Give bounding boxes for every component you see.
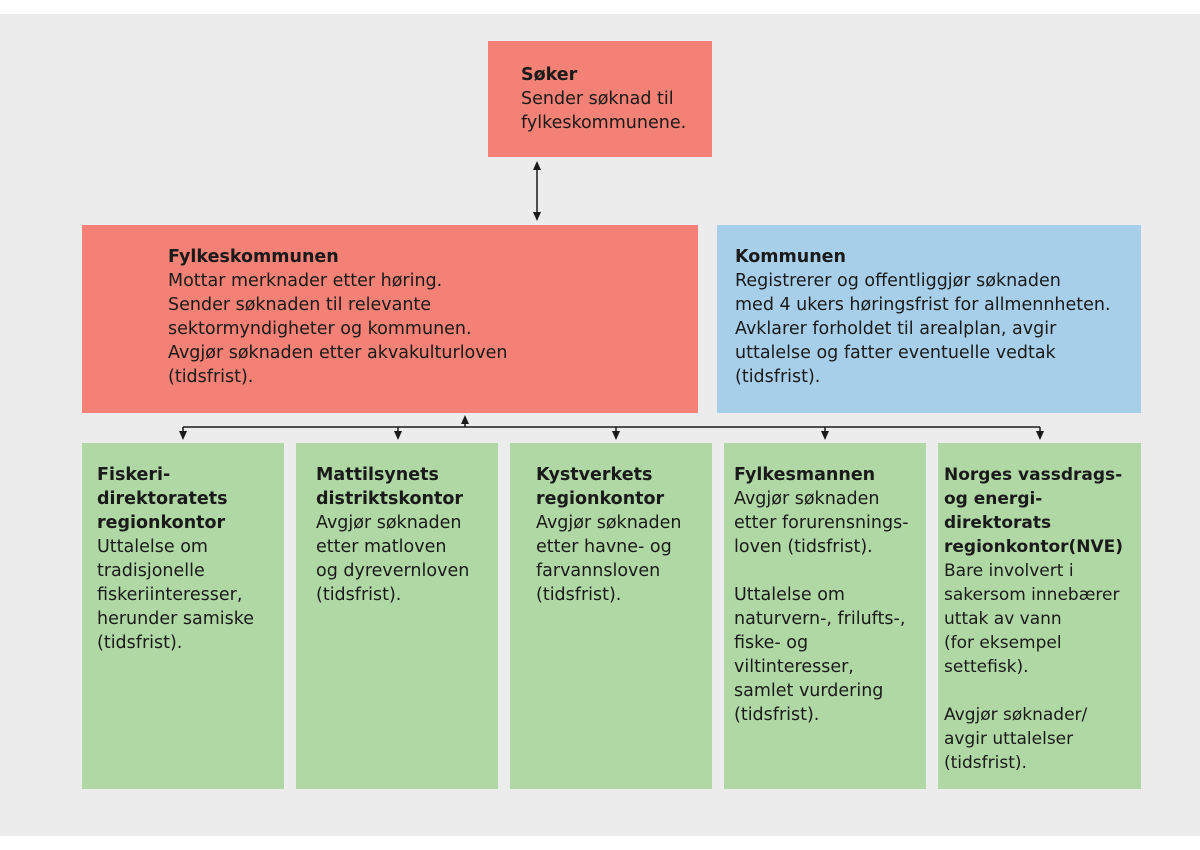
node-fylkesmannen-body: Avgjør søknaden etter forurensnings- lov… [734,489,909,725]
node-fylkesmannen: Fylkesmannen Avgjør søknaden etter forur… [724,443,926,789]
node-nve-body: Bare involvert i sakersom innebærer utta… [944,561,1120,773]
node-kommunen-title: Kommunen [735,247,846,267]
node-mattilsynet-title: Mattilsynets distriktskontor [316,465,464,509]
node-fylkeskommunen-body: Mottar merknader etter høring. Sender sø… [168,271,508,387]
node-kystverket: Kystverkets regionkontor Avgjør søknaden… [510,443,712,789]
node-mattilsynet-body: Avgjør søknaden etter matloven og dyreve… [316,513,470,605]
node-fiskeri-body: Uttalelse om tradisjonelle fiskeriintere… [97,537,255,653]
node-kystverket-title: Kystverkets regionkontor [536,465,665,509]
node-soker-body: Sender søknad til fylkeskommunene. [521,89,687,133]
node-soker-title: Søker [521,65,578,85]
node-nve: Norges vassdrags- og energi- direktorats… [938,443,1141,789]
node-fiskeri: Fiskeri- direktoratets regionkontor Utta… [82,443,284,789]
node-kommunen-body: Registrerer og offentliggjør søknaden me… [735,271,1111,387]
node-fylkeskommunen: Fylkeskommunen Mottar merknader etter hø… [82,225,698,413]
node-kommunen: Kommunen Registrerer og offentliggjør sø… [717,225,1141,413]
node-mattilsynet: Mattilsynets distriktskontor Avgjør søkn… [296,443,498,789]
node-nve-title: Norges vassdrags- og energi- direktorats… [944,465,1124,557]
node-kystverket-body: Avgjør søknaden etter havne- og farvanns… [536,513,682,605]
node-fiskeri-title: Fiskeri- direktoratets regionkontor [97,465,228,533]
node-fylkesmannen-title: Fylkesmannen [734,465,876,485]
node-soker: Søker Sender søknad til fylkeskommunene. [488,41,712,157]
node-fylkeskommunen-title: Fylkeskommunen [168,247,339,267]
